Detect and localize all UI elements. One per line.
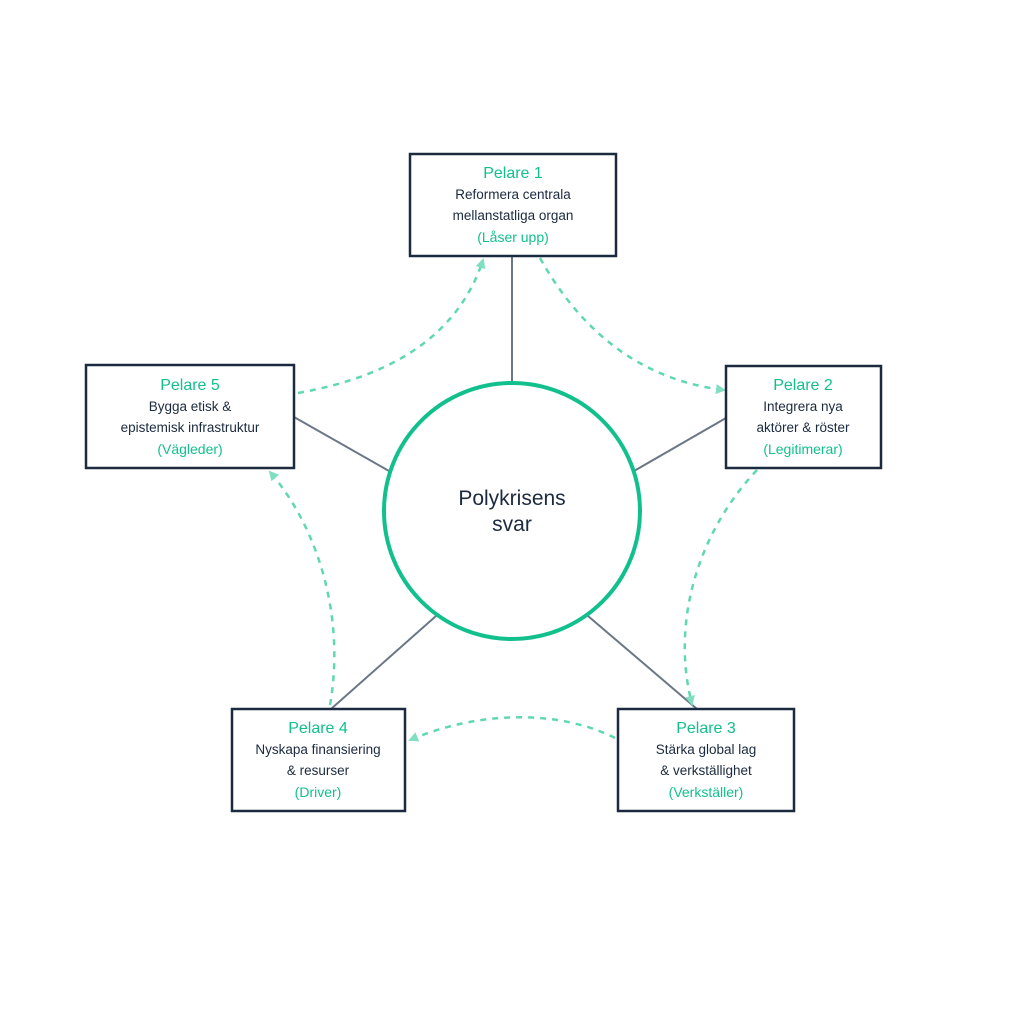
pillar-role: (Verkställer) [669,784,744,800]
flow-arrow-1-to-2 [538,257,726,395]
spoke-2 [633,417,727,472]
flow-arrow-3-to-4 [408,716,616,742]
flow-arrow-4-to-5 [268,470,336,706]
pillar-3-box: Pelare 3 Stärka global lag & verkställig… [616,707,796,813]
pillar-desc: & verkställighet [660,763,752,778]
pillar-title: Pelare 3 [676,720,736,737]
pillar-desc: & resurser [287,763,350,778]
pillar-role: (Legitimerar) [763,441,842,457]
pillar-desc: epistemisk infrastruktur [121,420,260,435]
pillar-desc: mellanstatliga organ [453,208,574,223]
pillar-title: Pelare 1 [483,165,543,182]
pillar-role: (Driver) [295,784,342,800]
spoke-3 [587,615,698,710]
center-label-line1: Polykrisens [458,487,565,510]
pillar-desc: Nyskapa finansiering [255,742,380,757]
flow-arrow-2-to-3 [683,469,758,706]
flow-arrow-5-to-1 [297,258,486,395]
center-label-line2: svar [492,513,532,536]
pillar-role: (Vägleder) [157,441,222,457]
pillar-5-box: Pelare 5 Bygga etisk & epistemisk infras… [84,363,296,470]
pillar-title: Pelare 2 [773,377,833,394]
pillar-desc: Bygga etisk & [149,399,232,414]
spoke-5 [293,416,390,472]
center-circle [382,381,642,641]
spoke-4 [330,615,437,710]
pillar-title: Pelare 4 [288,720,348,737]
pillar-1-box: Pelare 1 Reformera centrala mellanstatli… [408,152,618,258]
pillar-2-box: Pelare 2 Integrera nya aktörer & röster … [724,364,883,470]
pillar-4-box: Pelare 4 Nyskapa finansiering & resurser… [230,707,407,813]
pillar-title: Pelare 5 [160,377,220,394]
pillar-desc: aktörer & röster [756,420,850,435]
pillar-desc: Integrera nya [763,399,843,414]
pillar-desc: Reformera centrala [455,187,571,202]
pillar-desc: Stärka global lag [656,742,757,757]
pillar-role: (Låser upp) [477,229,549,245]
